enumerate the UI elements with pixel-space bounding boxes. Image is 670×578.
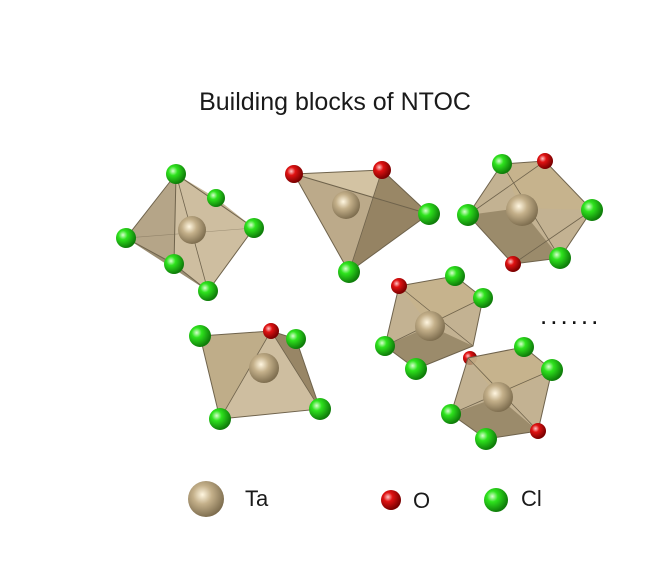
cl-atom <box>492 154 512 174</box>
legend-o-marker <box>381 490 401 510</box>
diagram-title: Building blocks of NTOC <box>199 88 471 116</box>
cl-atom <box>209 408 231 430</box>
continuation-ellipsis: ...... <box>540 300 602 330</box>
o-atom <box>505 256 521 272</box>
ta-atom <box>332 191 360 219</box>
o-atom <box>530 423 546 439</box>
o-atom <box>263 323 279 339</box>
cl-atom <box>207 189 225 207</box>
cl-atom <box>166 164 186 184</box>
ta-atom <box>178 216 206 244</box>
cl-atom <box>244 218 264 238</box>
ta-atom <box>249 353 279 383</box>
cl-atom <box>309 398 331 420</box>
cl-atom <box>189 325 211 347</box>
cl-atom <box>457 204 479 226</box>
legend-label-o: O <box>413 488 431 513</box>
cl-atom <box>338 261 360 283</box>
ta-atom <box>483 382 513 412</box>
cl-atom <box>445 266 465 286</box>
legend-cl-marker <box>484 488 508 512</box>
cl-atom <box>116 228 136 248</box>
legend-label-ta: Ta <box>245 486 269 511</box>
o-atom <box>285 165 303 183</box>
cl-atom <box>549 247 571 269</box>
legend-label-cl: Cl <box>521 486 542 511</box>
octahedron-block-6 <box>441 337 563 450</box>
cl-atom <box>286 329 306 349</box>
cl-atom <box>375 336 395 356</box>
ta-atom <box>415 311 445 341</box>
o-atom <box>391 278 407 294</box>
cl-atom <box>405 358 427 380</box>
octahedron-block-4 <box>375 266 493 380</box>
tetrahedron-block-2 <box>285 161 440 283</box>
legend-ta-marker <box>188 481 224 517</box>
cl-atom <box>541 359 563 381</box>
cl-atom <box>198 281 218 301</box>
octahedron-block-1 <box>116 164 264 301</box>
cl-atom <box>475 428 497 450</box>
cl-atom <box>581 199 603 221</box>
cl-atom <box>441 404 461 424</box>
cl-atom <box>418 203 440 225</box>
octahedron-block-3 <box>457 153 603 272</box>
tetrahedron-block-5 <box>189 323 331 430</box>
o-atom <box>537 153 553 169</box>
cl-atom <box>514 337 534 357</box>
ta-atom <box>506 194 538 226</box>
cl-atom <box>473 288 493 308</box>
o-atom <box>373 161 391 179</box>
cl-atom <box>164 254 184 274</box>
